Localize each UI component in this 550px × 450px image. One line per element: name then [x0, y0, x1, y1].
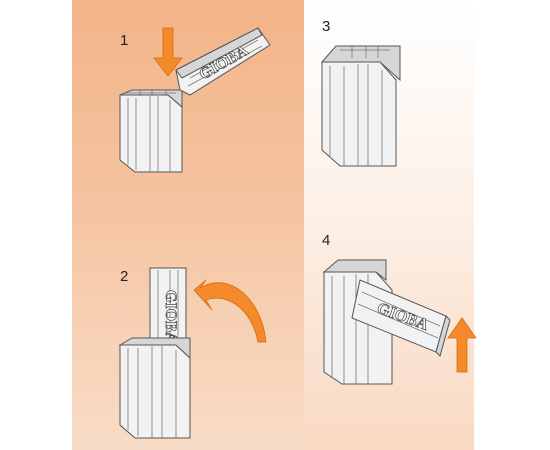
svg-text:GIOBA: GIOBA: [162, 290, 179, 344]
step-3-number: 3: [322, 18, 331, 35]
step-1-number: 1: [120, 32, 129, 49]
frame-profile-step2: [119, 344, 191, 439]
step-2-number: 2: [120, 268, 129, 285]
step-4-number: 4: [322, 232, 331, 249]
frame-profile-step1: [119, 94, 183, 173]
up-arrow-icon: [447, 317, 477, 373]
step-1-illustration: GIOBA: [119, 27, 271, 173]
step-3-illustration: [320, 45, 401, 167]
curved-arrow-icon: [193, 279, 267, 343]
step-4-illustration: GIOBA: [322, 259, 477, 385]
step-2-illustration: GIOBA: [118, 267, 267, 439]
frame-profile-step3: [321, 61, 397, 167]
down-arrow-icon: [153, 27, 183, 77]
